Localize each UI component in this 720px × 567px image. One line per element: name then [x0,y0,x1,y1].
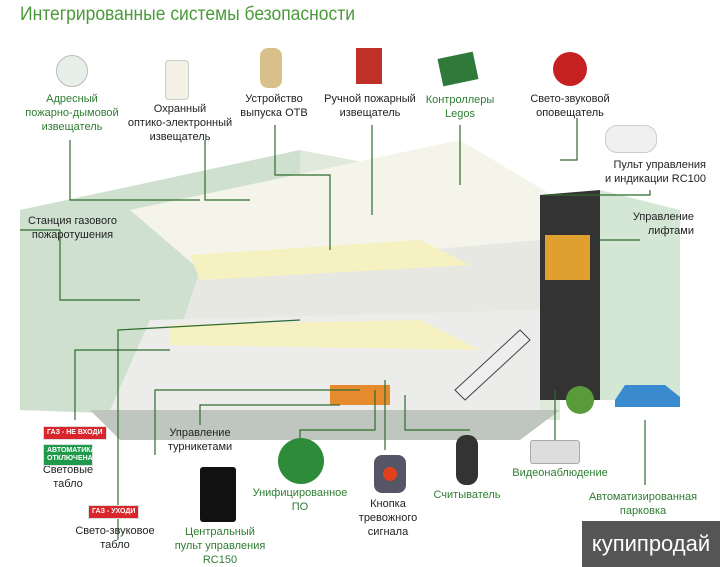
sign-gas-leave: ГАЗ - УХОДИ [88,505,140,519]
label-video: Видеонаблюдение [512,467,608,479]
page-title: Интегрированные системы безопасности [20,4,356,25]
otv-device-icon [260,48,282,88]
smoke-detector-icon [56,55,88,87]
watermark: купипродай [582,521,720,567]
video-camera-icon [530,440,580,464]
sign-automation-off: АВТОМАТИКА ОТКЛЮЧЕНА [43,444,96,466]
software-disc-icon [278,438,324,484]
rc150-panel-icon [200,467,236,522]
label-reader: Считыватель [433,489,501,501]
rc100-panel-icon [605,125,657,153]
card-reader-icon [456,435,478,485]
sign-gas-no-enter: ГАЗ - НЕ ВХОДИ [43,426,107,440]
manual-call-point-icon [356,48,382,84]
siren-icon [553,52,587,86]
motion-sensor-icon [165,60,189,100]
alarm-button-icon [374,455,406,493]
